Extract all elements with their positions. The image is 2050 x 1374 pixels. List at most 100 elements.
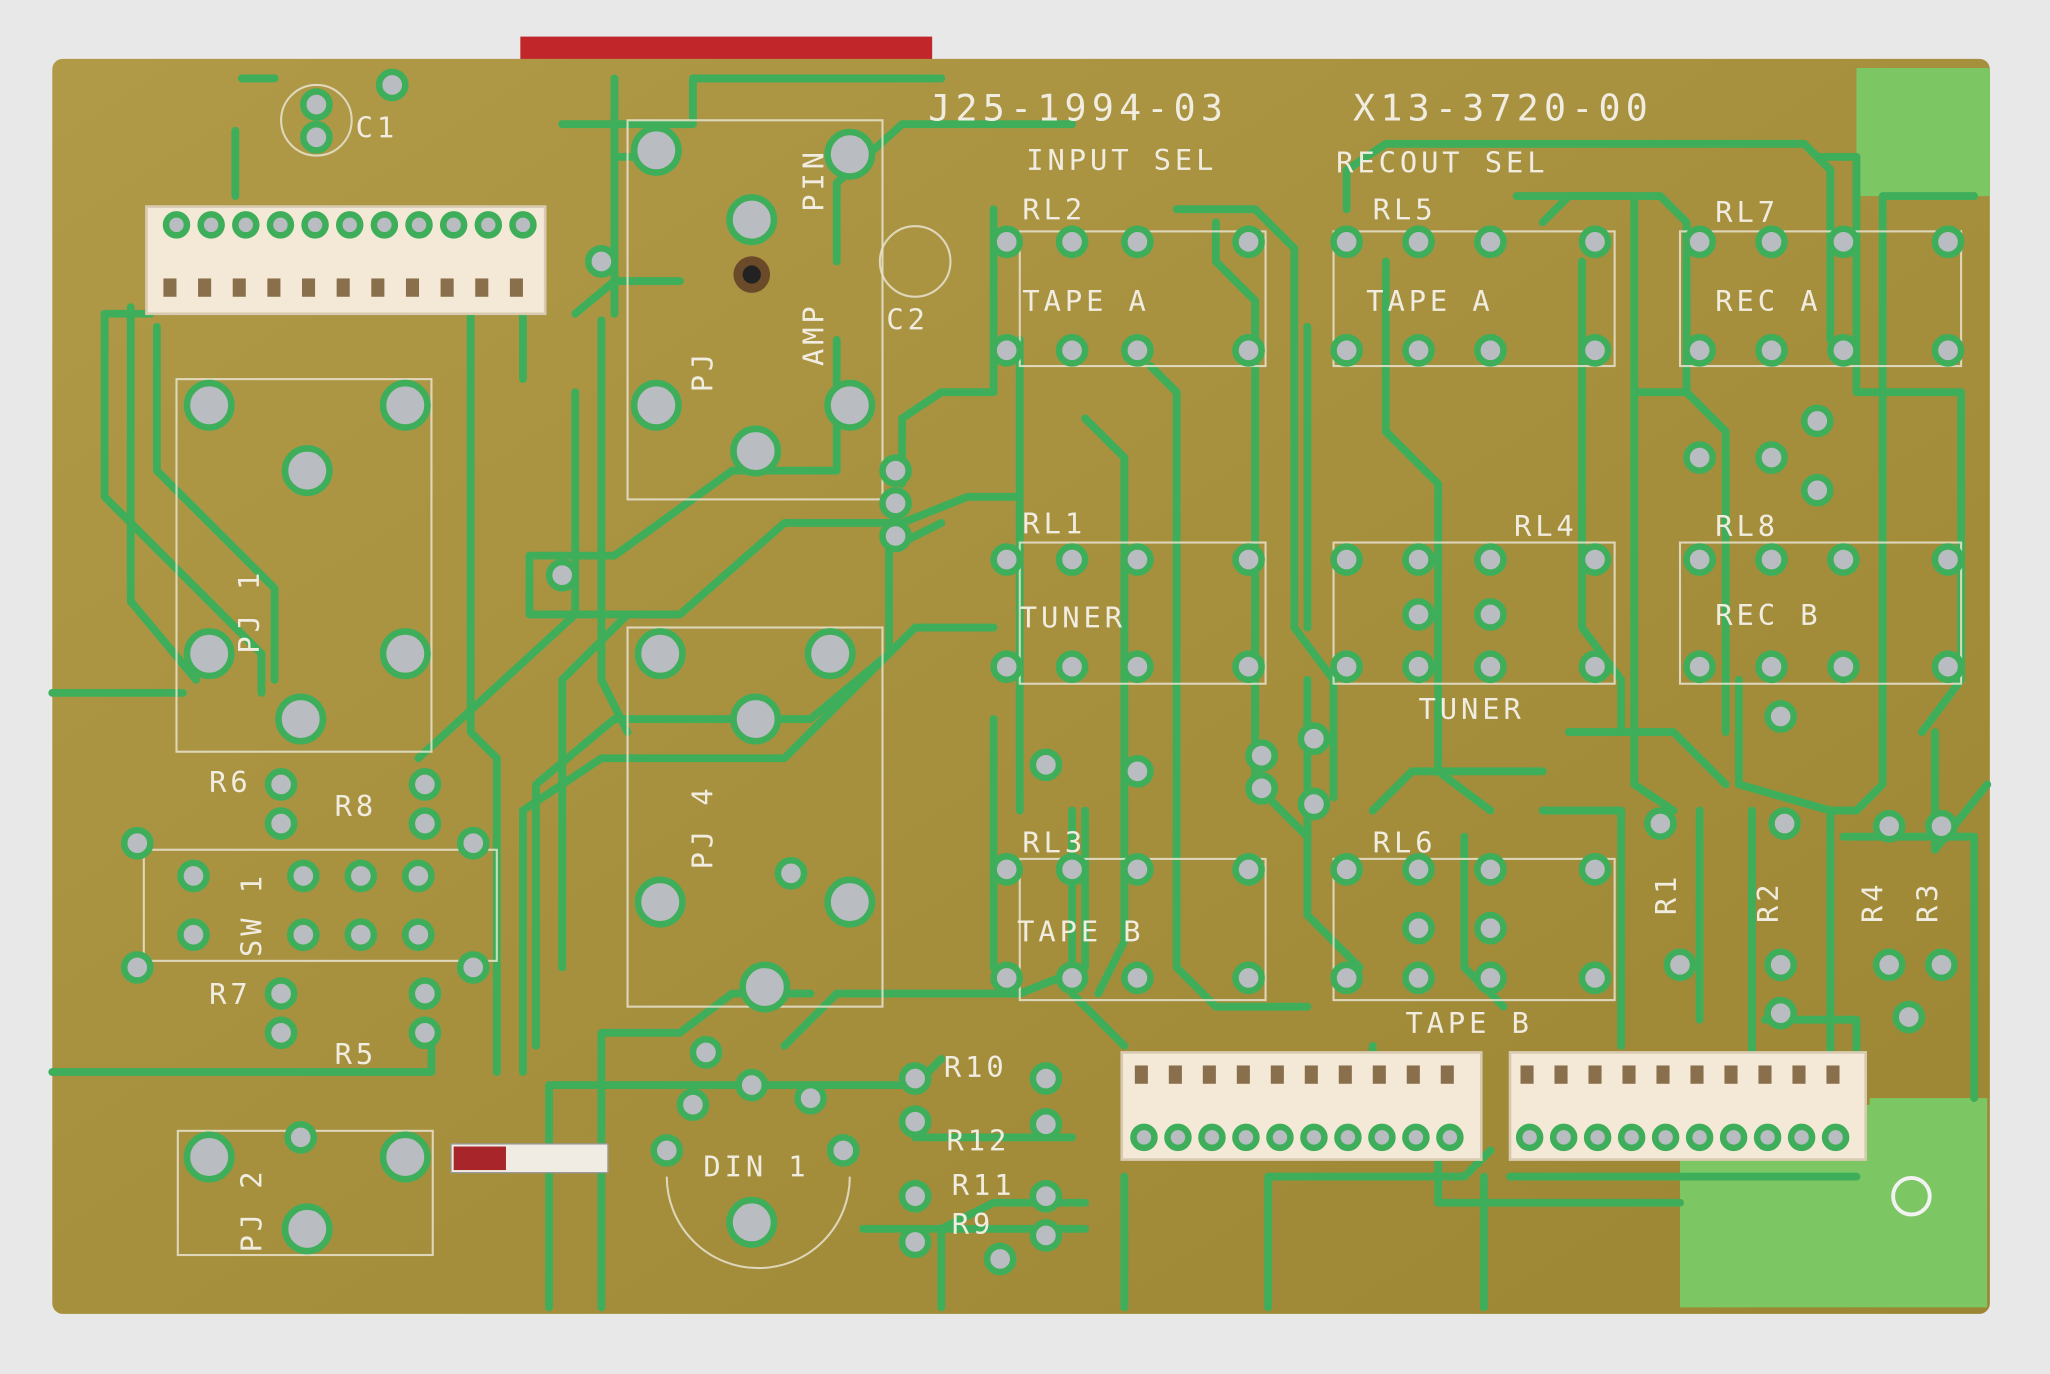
connector-slot [267,278,281,297]
copper-trace [1211,218,1312,841]
relay-label: REC B [1715,598,1821,632]
component-outline [1332,857,1616,1002]
solder-pad [1121,853,1154,886]
connector-slot [1236,1065,1250,1084]
solder-pad [726,1196,778,1248]
solder-pad [1245,771,1278,805]
solder-pad [1764,996,1798,1030]
part-number-1: J25-1994-03 [928,86,1228,129]
relay-label: TUNER [1020,601,1126,635]
ground-plane-top-right [1856,67,1990,197]
solder-pad [1330,961,1363,995]
copper-trace [1146,362,1312,1011]
label-c2: C2 [886,302,928,336]
solder-pad [1683,334,1716,367]
connector-pin [1232,1123,1260,1152]
solder-pad [1925,809,1958,843]
relay-ref: RL5 [1373,193,1437,227]
solder-pad [402,918,435,952]
connector-slot [1134,1065,1148,1084]
solder-pad [1578,225,1612,259]
solder-pad [1121,543,1154,576]
solder-pad [1121,961,1154,995]
pin-hole-center [742,265,761,284]
solder-pad [1297,787,1331,821]
solder-pad [676,1088,710,1122]
solder-pad [990,225,1024,259]
connector-pin [232,211,260,239]
label-pj: PJ [686,350,720,392]
connector-slot [163,278,177,297]
solder-pad [344,859,378,893]
connector-pin [266,211,295,239]
solder-pad [1644,807,1677,840]
connector-pin [1549,1123,1578,1152]
label-r5: R5 [335,1037,377,1071]
label-r4: R4 [1856,881,1890,923]
connector-slot [302,278,316,297]
solder-pad [634,628,686,680]
solder-pad [264,807,298,840]
connector-pin [1130,1123,1158,1152]
solder-pad [1402,334,1435,367]
connector-slot [1520,1065,1534,1084]
solder-pad [1931,225,1965,259]
solder-pad [735,1068,769,1102]
copper-trace [1120,1172,1861,1312]
solder-pad [983,1242,1017,1276]
solder-pad [1055,334,1089,367]
solder-pad [630,124,682,176]
label-amp: AMP [797,302,831,366]
solder-pad [689,1036,723,1069]
copper-trace [152,322,279,684]
label-r6: R6 [209,765,251,799]
copper-trace [1813,152,1966,737]
connector-slot [1826,1065,1840,1084]
part-number-2: X13-3720-00 [1353,86,1653,129]
solder-pad [1755,334,1788,367]
connector-pin [1368,1123,1396,1152]
copper-trace [1172,205,1338,802]
connector-slot [198,278,212,297]
copper-trace [597,316,632,737]
solder-pad [1330,334,1363,367]
solder-pad [1029,1179,1063,1213]
mounting-hole-icon [1891,1175,1932,1217]
connector-slot [440,278,454,297]
section-recout-sel: RECOUT SEL [1336,146,1548,180]
section-input-sel: INPUT SEL [1026,143,1217,177]
connector-pin [1583,1123,1612,1152]
copper-trace [231,74,671,201]
connector-pin [1266,1123,1294,1152]
solder-pad [990,334,1024,367]
solder-pad [1827,650,1860,684]
solder-pad [1402,911,1435,945]
solder-pad [183,1131,235,1183]
label-r7: R7 [209,977,251,1011]
label-r2: R2 [1751,881,1785,923]
solder-pad [824,876,876,928]
connector-slot [232,278,246,297]
relay-label: TUNER [1419,692,1525,726]
connector-pin [1436,1123,1464,1152]
solder-pad [1827,543,1860,576]
copper-trace [519,623,998,1076]
relay-label: TAPE B [1017,914,1144,948]
solder-pad [408,1016,442,1050]
solder-pad [1402,225,1435,259]
connector-pin [370,211,399,239]
solder-pad [1055,650,1089,684]
connector-slot [336,278,350,297]
connector-pin [1651,1123,1680,1152]
label-c1: C1 [356,110,398,144]
solder-pad [379,379,431,431]
relay-label: TAPE A [1022,284,1149,318]
label-r11: R11 [952,1168,1016,1202]
solder-pad [1755,543,1788,576]
relay-ref: RL2 [1022,193,1086,227]
solder-pad [774,856,808,890]
solder-pad [1578,334,1612,367]
solder-pad [300,88,333,121]
component-outline [1018,541,1267,685]
connector-slot [1724,1065,1738,1084]
